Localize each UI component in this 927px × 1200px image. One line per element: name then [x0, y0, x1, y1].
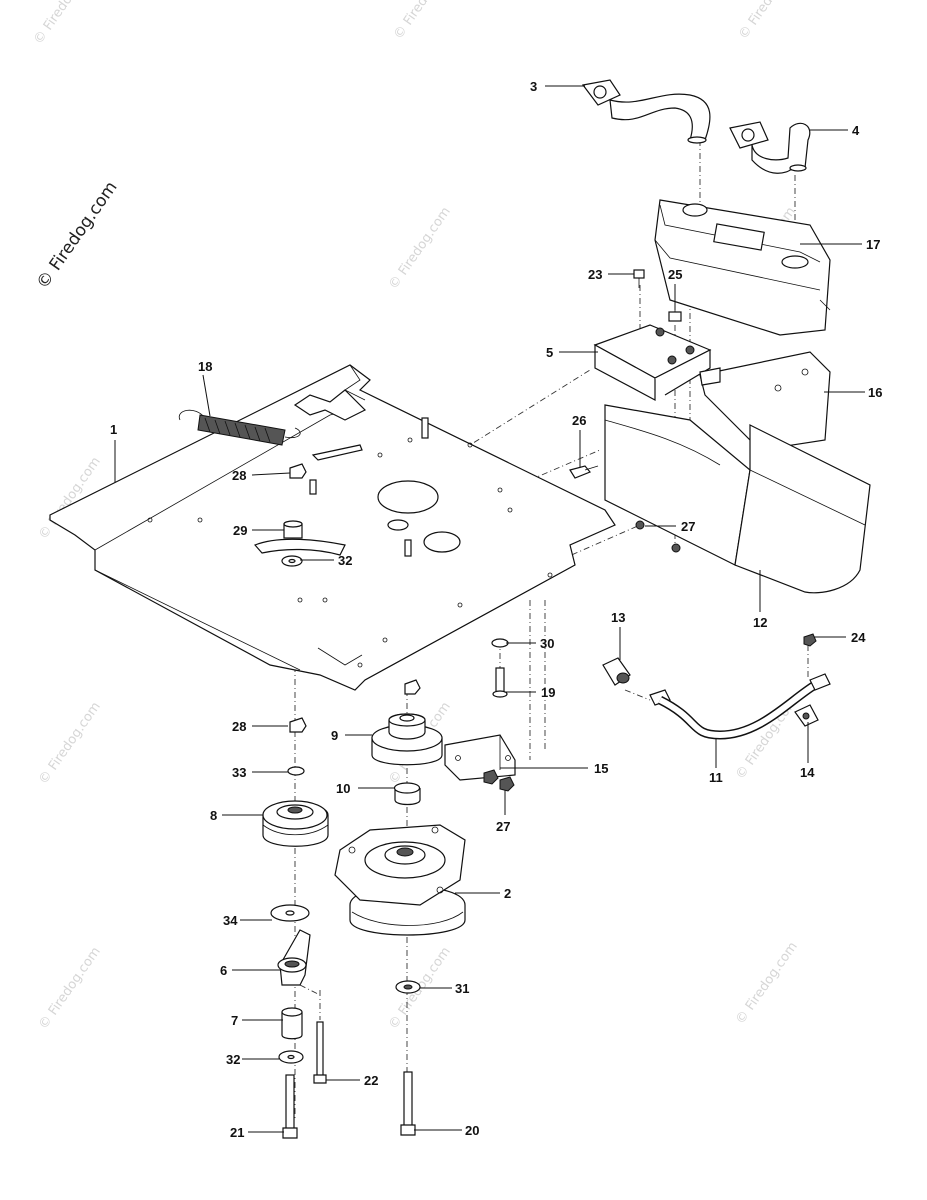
callout-19: 19 [541, 685, 555, 700]
spring-part-18 [178, 409, 301, 446]
heat-shield-part-12 [604, 404, 871, 594]
callout-27-lower: 27 [496, 819, 510, 834]
clamp-part-14 [794, 704, 819, 727]
callout-14: 14 [800, 765, 815, 780]
callout-4: 4 [852, 123, 860, 138]
nut-part-28-lower [289, 717, 307, 733]
muffler-part-17 [654, 199, 831, 336]
callout-27-upper: 27 [681, 519, 695, 534]
watermark-tile: © Firedog.com [36, 699, 104, 787]
spacer-part-29 [283, 520, 303, 539]
callout-8: 8 [210, 808, 217, 823]
nut-under-deck [404, 679, 421, 695]
bolt-part-20 [400, 1071, 416, 1136]
callout-29: 29 [233, 523, 247, 538]
callout-28-lower: 28 [232, 719, 246, 734]
washer-part-32-upper [281, 555, 303, 567]
callout-12: 12 [753, 615, 767, 630]
leader-lines [114, 85, 865, 1133]
callout-30: 30 [540, 636, 554, 651]
watermark-tile: © Firedog.com [36, 944, 104, 1032]
deck-plate-part-1 [49, 364, 616, 691]
callout-25: 25 [668, 267, 682, 282]
callout-21: 21 [230, 1125, 244, 1140]
callout-10: 10 [336, 781, 350, 796]
callout-labels: 1 2 3 4 5 6 7 8 9 10 11 12 13 14 15 16 1… [110, 79, 882, 1140]
fuel-line-part-11 [649, 673, 831, 740]
callout-20: 20 [465, 1123, 479, 1138]
exhaust-pipe-part-3 [581, 79, 711, 144]
callout-32-upper: 32 [338, 553, 352, 568]
watermark-main: © Firedog.com [33, 178, 122, 293]
callout-7: 7 [231, 1013, 238, 1028]
fitting-part-13 [602, 657, 631, 686]
callout-16: 16 [868, 385, 882, 400]
callout-3: 3 [530, 79, 537, 94]
callout-26: 26 [572, 413, 586, 428]
callout-11: 11 [709, 770, 723, 785]
callout-6: 6 [220, 963, 227, 978]
callout-15: 15 [594, 761, 608, 776]
callout-17: 17 [866, 237, 880, 252]
bracket-part-15 [444, 734, 516, 781]
pin-part-19 [492, 667, 508, 698]
callout-2: 2 [504, 886, 511, 901]
callout-1: 1 [110, 422, 117, 437]
callout-13: 13 [611, 610, 625, 625]
bolt-part-22 [313, 1021, 327, 1084]
callout-22: 22 [364, 1073, 378, 1088]
washer-part-30 [491, 638, 509, 648]
washer-part-32-lower [278, 1050, 304, 1064]
bushing-part-7 [281, 1007, 303, 1040]
heat-shield-part-16 [699, 351, 831, 451]
watermark-tile: © Firedog.com [733, 939, 801, 1027]
bolt-part-26 [569, 465, 599, 479]
callout-9: 9 [331, 728, 338, 743]
bracket-part-5 [593, 324, 712, 401]
idler-pulley-part-9 [371, 713, 443, 766]
bolt-part-21 [282, 1074, 298, 1139]
callout-23: 23 [588, 267, 602, 282]
nut-part-27-lower [483, 769, 515, 792]
watermark-tile: © Firedog.com [736, 0, 804, 42]
bushing-part-10 [393, 782, 421, 806]
bolt-part-24 [803, 633, 817, 647]
callout-34: 34 [223, 913, 238, 928]
nut-part-28-upper [289, 463, 307, 479]
washer-part-34 [270, 904, 310, 922]
callout-33: 33 [232, 765, 246, 780]
callout-32-lower: 32 [226, 1052, 240, 1067]
pulley-part-8 [262, 800, 329, 847]
bolt-part-23 [633, 269, 645, 288]
watermark-tile: © Firedog.com [386, 204, 454, 292]
callout-18: 18 [198, 359, 212, 374]
washer-part-33 [287, 766, 305, 776]
callout-28-upper: 28 [232, 468, 246, 483]
idler-arm-part-6 [277, 929, 311, 986]
callout-31: 31 [455, 981, 469, 996]
callout-24: 24 [851, 630, 866, 645]
callout-5: 5 [546, 345, 553, 360]
watermark-tile: © Firedog.com [31, 0, 99, 47]
exhaust-pipe-part-4 [729, 121, 811, 174]
washer-part-31 [395, 980, 421, 994]
pto-clutch-part-2 [334, 824, 466, 936]
watermark-tile: © Firedog.com [391, 0, 459, 42]
